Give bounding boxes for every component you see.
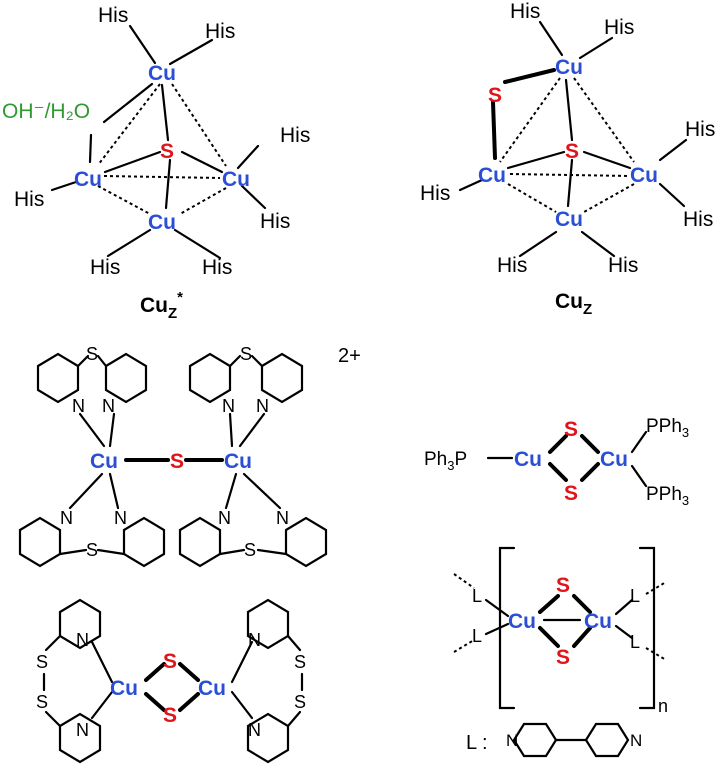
his-label: His [205, 20, 235, 43]
s-atom: S [36, 692, 48, 712]
s-atom: S [86, 344, 98, 364]
cuz-structure: His His Cu S His S Cu Cu His His Cu His … [420, 0, 715, 318]
his-label: His [420, 182, 450, 205]
his-label: His [685, 118, 715, 141]
his-label: His [202, 256, 232, 279]
cu-atom: Cu [630, 164, 658, 187]
cuz-caption: CuZ [555, 290, 592, 318]
cu-atom: Cu [148, 62, 176, 85]
n-atom: N [630, 731, 642, 750]
s-atom: S [294, 692, 306, 712]
l-ligand: L [472, 586, 482, 606]
cu-atom: Cu [555, 56, 583, 79]
cu-atom: Cu [148, 211, 176, 234]
n-subscript: n [658, 696, 668, 716]
cu-atom: Cu [222, 168, 250, 191]
n-atom: N [76, 630, 89, 650]
s-atom: S [244, 540, 256, 560]
his-label: His [497, 254, 527, 277]
s-atom: S [488, 84, 502, 107]
n-atom: N [114, 508, 127, 528]
s-atom: S [86, 540, 98, 560]
l-ligand: L [472, 626, 482, 646]
s-atom: S [36, 652, 48, 672]
his-label: His [510, 0, 540, 23]
n-atom: N [506, 731, 518, 750]
oh-h2o-label: OH⁻/H₂O [2, 100, 90, 123]
cu-atom: Cu [110, 677, 138, 700]
cu-atom: Cu [90, 450, 118, 473]
n-atom: N [218, 508, 231, 528]
s-atom: S [163, 650, 177, 673]
s-atom: S [556, 646, 570, 669]
n-atom: N [222, 396, 235, 416]
his-label: His [280, 124, 310, 147]
n-atom: N [256, 396, 269, 416]
cu-atom: Cu [600, 448, 628, 471]
his-label: His [683, 208, 713, 231]
ph3p-label: Ph3P [424, 449, 467, 473]
cu-atom: Cu [555, 208, 583, 231]
pph3-label: PPh3 [646, 484, 689, 508]
l-definition-label: L : [466, 732, 488, 754]
ligand-definition: L : N N [466, 722, 642, 758]
cuz-star-structure: His His Cu OH⁻/H₂O S His Cu Cu His His C… [2, 4, 310, 322]
cuz-star-caption: CuZ* [140, 289, 183, 322]
disulfide-dicopper-complex: N S S N Cu S S Cu N S S N [36, 598, 306, 764]
s-atom: S [160, 140, 174, 163]
cu-atom: Cu [584, 610, 612, 633]
his-label: His [98, 4, 128, 27]
n-atom: N [276, 508, 289, 528]
n-atom: N [60, 508, 73, 528]
his-label: His [260, 210, 290, 233]
his-label: His [14, 188, 44, 211]
s-atom: S [240, 344, 252, 364]
n-atom: N [102, 396, 115, 416]
s-atom: S [294, 652, 306, 672]
phosphine-dicopper-disulfide: Ph3P Cu S S Cu PPh3 PPh3 [424, 416, 689, 508]
s-atom: S [564, 418, 578, 441]
cu-atom: Cu [508, 610, 536, 633]
charge-label: 2+ [338, 345, 361, 367]
s-atom: S [556, 574, 570, 597]
pph3-label: PPh3 [646, 416, 689, 440]
cu-atom: Cu [74, 168, 102, 191]
cu-atom: Cu [514, 448, 542, 471]
cu-atom: Cu [478, 164, 506, 187]
s-atom: S [163, 704, 177, 727]
s-atom: S [564, 482, 578, 505]
l-ligand: L [630, 586, 640, 606]
s-atom: S [565, 140, 579, 163]
s-atom: S [170, 450, 184, 473]
his-label: His [604, 16, 634, 39]
n-atom: N [76, 720, 89, 740]
his-label: His [90, 256, 120, 279]
cu-atom: Cu [224, 450, 252, 473]
cu-atom: Cu [198, 677, 226, 700]
n-atom: N [248, 630, 261, 650]
his-label: His [608, 254, 638, 277]
dicopper-sulfido-complex: S N N S N N 2+ Cu S Cu N N S N N [18, 344, 361, 568]
n-atom: N [248, 720, 261, 740]
polymer-complex: n L L Cu S S Cu L L [453, 546, 668, 716]
n-atom: N [72, 396, 85, 416]
l-ligand: L [630, 632, 640, 652]
